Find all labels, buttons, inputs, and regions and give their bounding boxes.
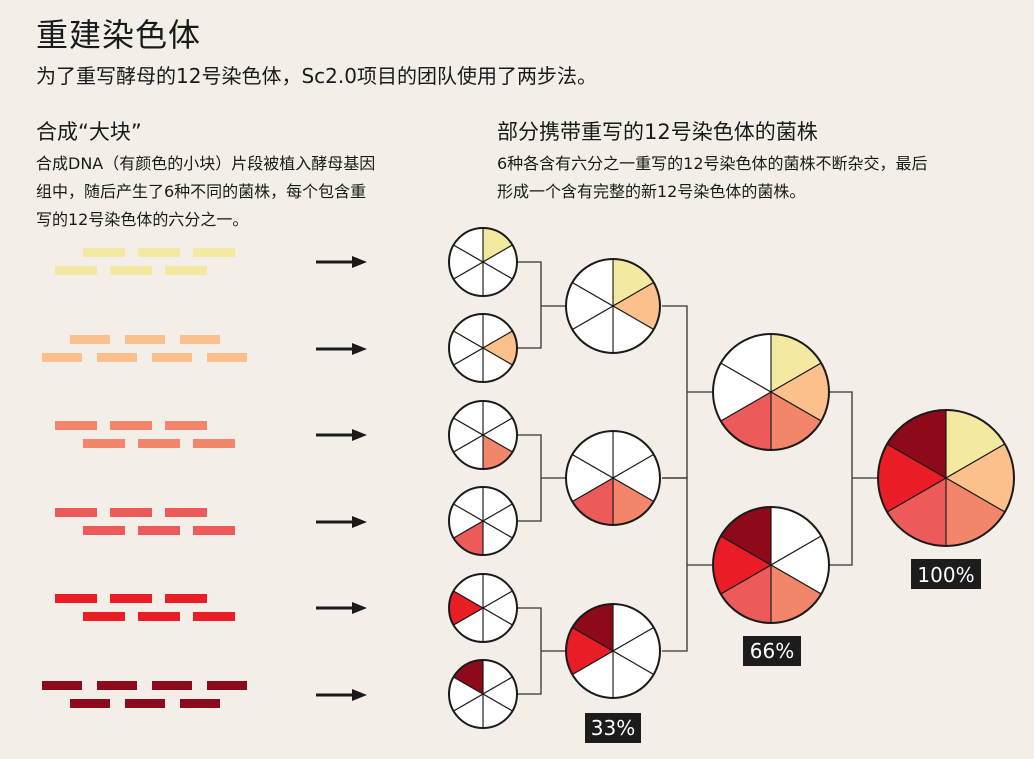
strain-pies-group <box>448 227 1015 729</box>
arrow-icon <box>352 516 367 528</box>
dna-fragment <box>152 353 192 362</box>
dna-fragment <box>55 266 97 275</box>
dna-fragment <box>193 439 235 448</box>
strain-pie <box>565 258 661 354</box>
connector-line <box>517 607 566 695</box>
pie-outline <box>712 333 830 451</box>
description-line: 组中，随后产生了6种不同的菌株，每个包含重 <box>36 182 367 201</box>
arrow-icon <box>352 429 367 441</box>
left-section-title: 合成“大块” <box>36 120 142 144</box>
dna-fragment <box>55 594 97 603</box>
dna-fragment <box>138 526 180 535</box>
connector-line <box>830 391 878 566</box>
percent-label: 100% <box>917 563 974 587</box>
page-subtitle: 为了重写酵母的12号染色体，Sc2.0项目的团队使用了两步法。 <box>36 64 597 88</box>
dna-fragment <box>180 335 220 344</box>
percent-label: 66% <box>750 639 794 663</box>
percent-labels-group: 33% 66% 100% <box>585 559 981 743</box>
dna-fragment <box>180 699 220 708</box>
dna-fragment <box>125 335 165 344</box>
description-line: 合成DNA（有颜色的小块）片段被植入酵母基因 <box>36 154 376 173</box>
strain-pie <box>712 333 830 451</box>
dna-fragment <box>138 439 180 448</box>
pie-outline <box>448 573 518 643</box>
dna-fragment <box>70 699 110 708</box>
strain-pie <box>565 603 661 699</box>
pie-outline <box>448 486 518 556</box>
strain-pie <box>448 659 518 729</box>
dna-fragment <box>125 699 165 708</box>
strain-pie <box>448 227 518 297</box>
arrow-icon <box>352 343 367 355</box>
bracket-connectors-group <box>517 261 878 695</box>
dna-fragment <box>110 266 152 275</box>
strain-pie <box>448 400 518 470</box>
strain-pie <box>448 573 518 643</box>
dna-fragment <box>165 594 207 603</box>
dna-fragment <box>207 681 247 690</box>
page-title: 重建染色体 <box>36 16 202 54</box>
pie-outline <box>448 313 518 383</box>
strain-pie <box>448 313 518 383</box>
pie-outline <box>565 430 661 526</box>
dna-fragment <box>70 335 110 344</box>
dna-fragment <box>83 526 125 535</box>
percent-label: 33% <box>591 716 635 740</box>
dna-fragment <box>138 612 180 621</box>
right-section-title: 部分携带重写的12号染色体的菌株 <box>497 120 818 144</box>
dna-fragment <box>110 421 152 430</box>
strain-pie <box>712 506 830 624</box>
dna-fragment <box>110 594 152 603</box>
dna-fragment <box>55 508 97 517</box>
pie-outline <box>565 258 661 354</box>
dna-fragment <box>152 681 192 690</box>
arrow-icon <box>352 689 367 701</box>
dna-fragment <box>42 353 82 362</box>
dna-fragment <box>193 526 235 535</box>
dna-fragment <box>207 353 247 362</box>
pie-outline <box>565 603 661 699</box>
description-line: 6种各含有六分之一重写的12号染色体的菌株不断杂交，最后 <box>497 154 928 173</box>
dna-fragment <box>193 612 235 621</box>
dna-fragments-group <box>42 248 247 708</box>
dna-fragment <box>165 266 207 275</box>
arrow-icon <box>352 602 367 614</box>
connector-line <box>662 305 713 479</box>
percent-badge-33: 33% <box>585 713 641 743</box>
dna-fragment <box>138 248 180 257</box>
description-line: 形成一个含有完整的新12号染色体的菌株。 <box>497 182 806 201</box>
dna-fragment <box>83 439 125 448</box>
right-section-description: 6种各含有六分之一重写的12号染色体的菌株不断杂交，最后 形成一个含有完整的新1… <box>497 150 1007 206</box>
dna-fragment <box>165 508 207 517</box>
dna-fragment <box>193 248 235 257</box>
dna-fragment <box>97 353 137 362</box>
dna-fragment <box>42 681 82 690</box>
strain-pie <box>448 486 518 556</box>
pie-outline <box>448 400 518 470</box>
percent-badge-100: 100% <box>911 559 981 589</box>
connector-line <box>517 261 566 349</box>
description-line: 写的12号染色体的六分之一。 <box>36 210 249 229</box>
dna-fragment <box>83 248 125 257</box>
pie-outline <box>448 659 518 729</box>
connector-line <box>662 477 713 652</box>
pie-outline <box>448 227 518 297</box>
strain-pie <box>877 409 1015 547</box>
pie-outline <box>712 506 830 624</box>
arrow-icon <box>352 256 367 268</box>
dna-fragment <box>165 421 207 430</box>
pie-outline <box>877 409 1015 547</box>
dna-fragment <box>83 612 125 621</box>
dna-fragment <box>55 421 97 430</box>
dna-fragment <box>97 681 137 690</box>
dna-fragment <box>110 508 152 517</box>
strain-pie <box>565 430 661 526</box>
percent-badge-66: 66% <box>743 636 801 666</box>
left-section-description: 合成DNA（有颜色的小块）片段被植入酵母基因 组中，随后产生了6种不同的菌株，每… <box>36 150 436 234</box>
connector-line <box>517 434 566 522</box>
arrows-group <box>316 256 367 701</box>
